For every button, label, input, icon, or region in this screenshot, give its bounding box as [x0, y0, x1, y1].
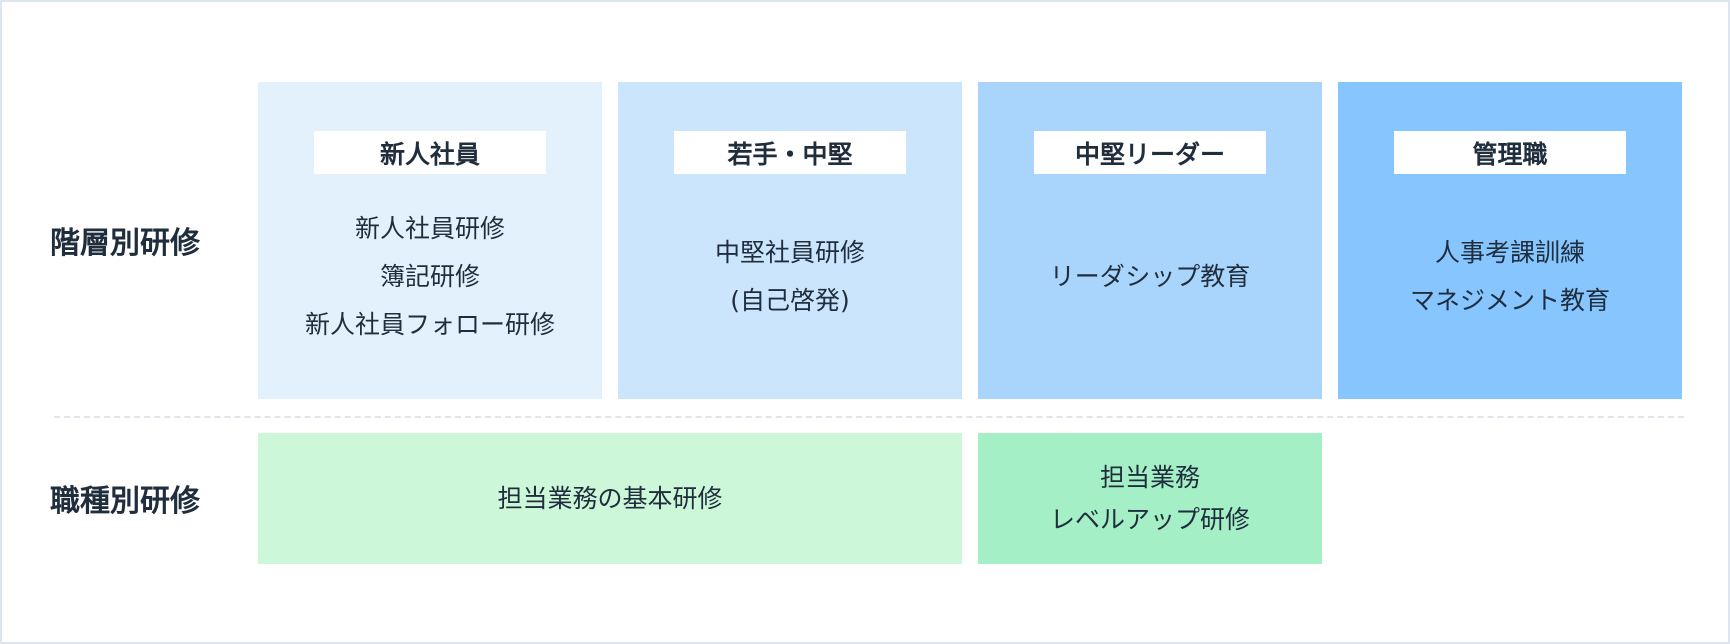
tier-header: 中堅リーダー [1034, 131, 1266, 174]
training-item: 中堅社員研修 [714, 237, 865, 267]
job-box-levelup-training: 担当業務 レベルアップ研修 [978, 433, 1322, 564]
training-item: 新人社員研修 [354, 213, 505, 243]
row-divider [54, 416, 1684, 418]
tier-body: リーダシップ教育 [1050, 174, 1251, 399]
row-label-tiered-training: 階層別研修 [50, 226, 200, 261]
job-box-basic-training: 担当業務の基本研修 [258, 433, 962, 564]
tier-header: 新人社員 [314, 131, 546, 174]
tier-header: 管理職 [1394, 131, 1626, 174]
training-item: 簿記研修 [379, 261, 480, 291]
row-label-job-type-training: 職種別研修 [50, 484, 200, 519]
training-item: (自己啓発) [730, 285, 850, 315]
tier-body: 中堅社員研修 (自己啓発) [715, 174, 865, 399]
training-item: 新人社員フォロー研修 [304, 309, 555, 339]
training-item: レベルアップ研修 [1049, 504, 1250, 534]
tier-box-manager: 管理職 人事考課訓練 マネジメント教育 [1338, 82, 1682, 399]
tier-header: 若手・中堅 [674, 131, 906, 174]
tier-box-young-mid: 若手・中堅 中堅社員研修 (自己啓発) [618, 82, 962, 399]
training-item: 人事考課訓練 [1434, 237, 1585, 267]
training-item: 担当業務の基本研修 [497, 483, 723, 513]
tier-box-new-employee: 新人社員 新人社員研修 簿記研修 新人社員フォロー研修 [258, 82, 602, 399]
training-item: リーダシップ教育 [1049, 261, 1251, 291]
tier-body: 新人社員研修 簿記研修 新人社員フォロー研修 [305, 174, 555, 399]
tier-body: 人事考課訓練 マネジメント教育 [1410, 174, 1610, 399]
training-item: 担当業務 [1099, 462, 1200, 492]
training-item: マネジメント教育 [1409, 285, 1610, 315]
tier-box-mid-leader: 中堅リーダー リーダシップ教育 [978, 82, 1322, 399]
